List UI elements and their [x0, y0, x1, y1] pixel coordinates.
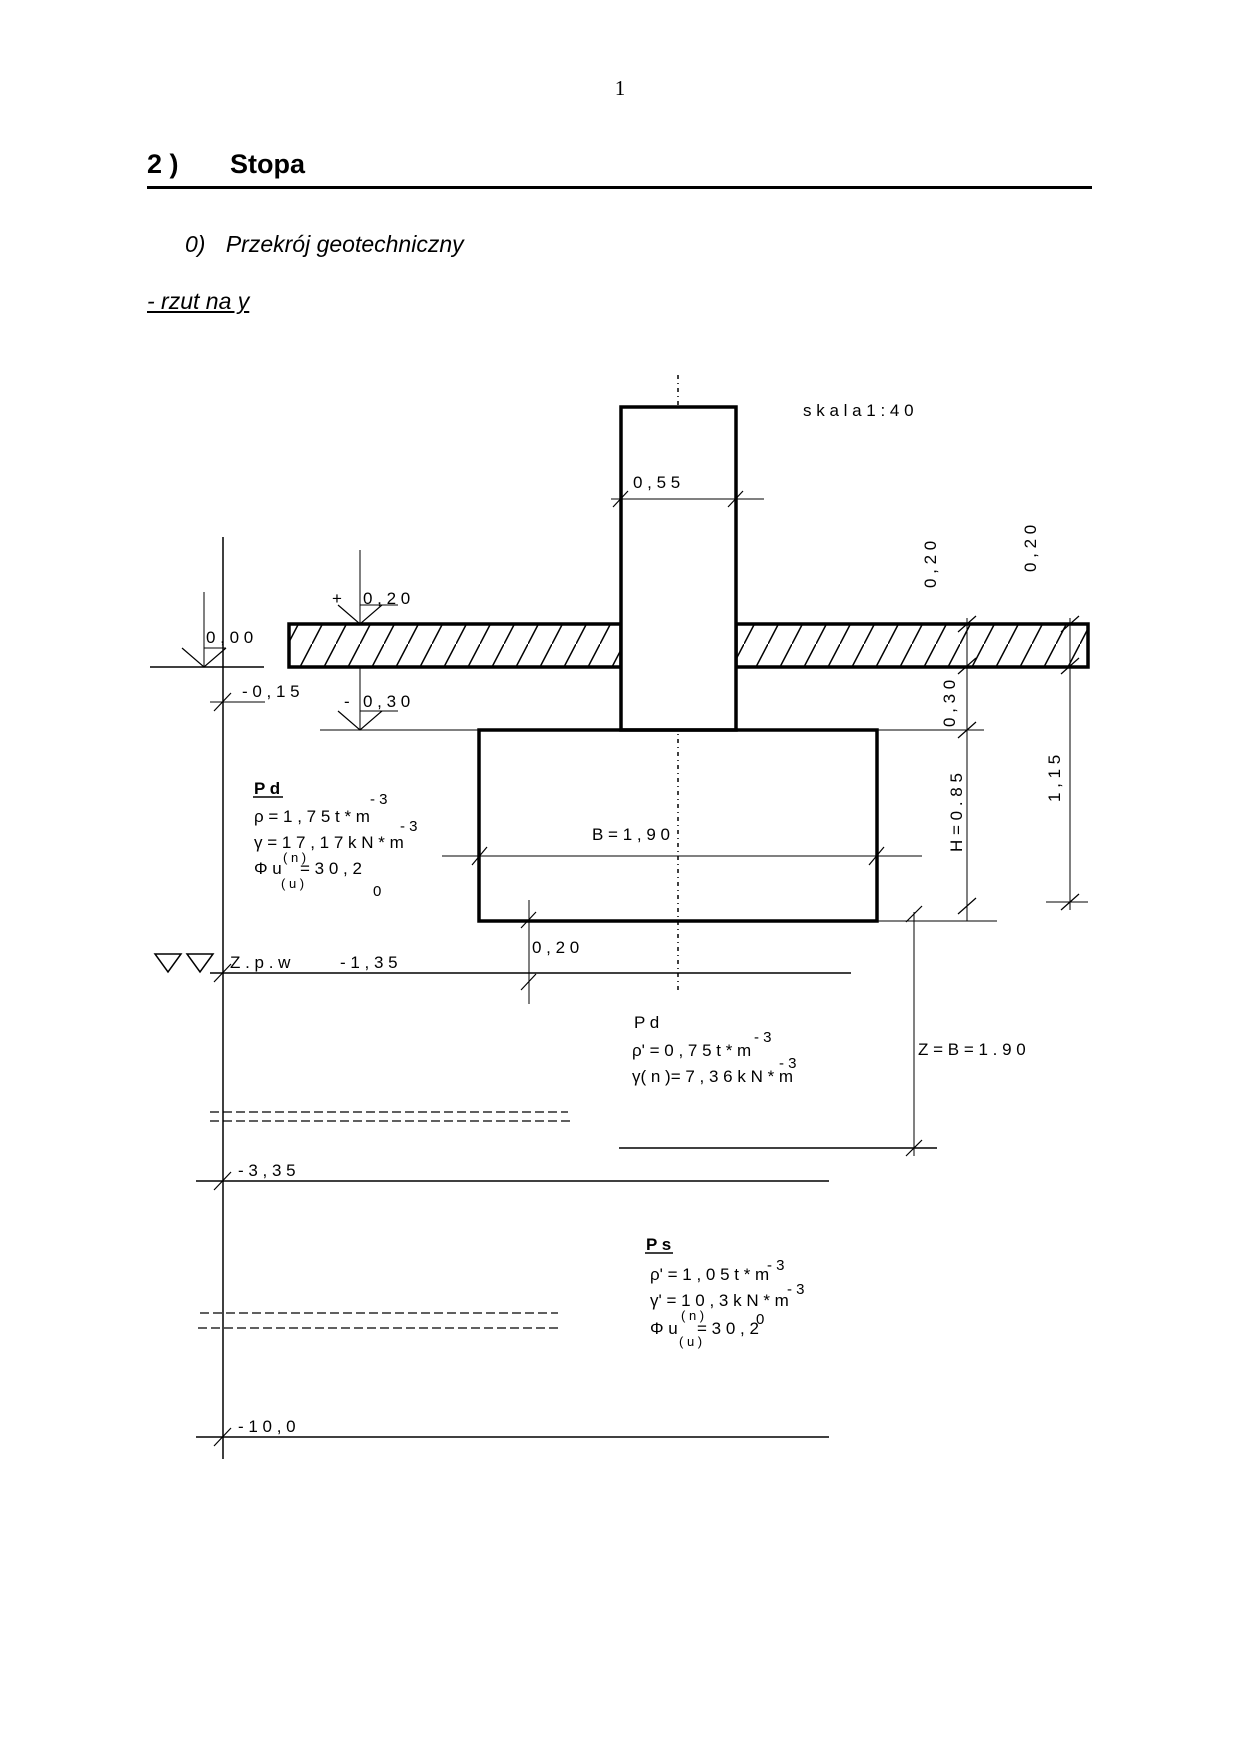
section-number: 2 ) — [147, 149, 179, 179]
scale-label: s k a l a 1 : 4 0 — [803, 401, 914, 420]
floor-slab-left — [287, 622, 623, 669]
section-title: Stopa — [230, 149, 306, 179]
layer2-soil: P d — [634, 1013, 659, 1032]
layer1-density-exp: - 3 — [370, 791, 388, 808]
layer3-unit-weight-exp: - 3 — [787, 1281, 805, 1298]
layer3-phi: Φ u — [650, 1319, 678, 1338]
layer1-phi-sup: ( n ) — [283, 850, 306, 865]
subsection-title: Przekrój geotechniczny — [225, 231, 464, 257]
right-dim-total-label: 1 , 1 5 — [1045, 755, 1064, 802]
z-depth-label: Z = B = 1 . 9 0 — [918, 1040, 1026, 1059]
layer1-unit-weight-exp: - 3 — [400, 818, 418, 835]
subsection-number: 0) — [185, 231, 206, 257]
layer1-phi-value: = 3 0 , 2 — [300, 859, 362, 878]
view-label: - rzut na y — [147, 288, 250, 314]
layer3-properties: P s ρ' = 1 , 0 5 t * m - 3 γ' = 1 0 , 3 … — [645, 1235, 805, 1349]
footing-height-label: H = 0 . 8 5 — [947, 773, 966, 852]
floor-top-mark: + — [332, 589, 342, 608]
layer2-density-exp: - 3 — [754, 1029, 772, 1046]
water-table-level-label: - 1 , 3 5 — [340, 953, 398, 972]
layer2-density: ρ' = 0 , 7 5 t * m — [632, 1041, 751, 1060]
footing-offset-label: 0 , 2 0 — [532, 938, 579, 957]
floor-bottom-level-label: - 0 , 1 5 — [242, 682, 300, 701]
layer3-phi-sub: ( u ) — [679, 1334, 702, 1349]
layer-boundary-2-label: - 1 0 , 0 — [238, 1417, 296, 1436]
layer1-soil: P d — [254, 779, 280, 798]
water-table-symbol — [153, 953, 183, 974]
layer3-phi-sup: ( n ) — [681, 1308, 704, 1323]
layer2-unit-weight-exp: - 3 — [779, 1055, 797, 1072]
layer1-phi-sub: ( u ) — [281, 876, 304, 891]
layer3-unit-weight: γ' = 1 0 , 3 k N * m — [650, 1291, 789, 1310]
water-table-label: Z . p . w — [230, 953, 291, 972]
layer3-density: ρ' = 1 , 0 5 t * m — [650, 1265, 769, 1284]
right-dim-1-label: 0 , 2 0 — [921, 541, 940, 588]
column — [619, 405, 738, 732]
section-heading: 2 ) Stopa — [147, 146, 1092, 189]
footing-width-label: B = 1 , 9 0 — [592, 825, 670, 844]
column-width-label: 0 , 5 5 — [633, 473, 680, 492]
layer1-phi-deg: 0 — [373, 883, 381, 900]
layer2-properties: P d ρ' = 0 , 7 5 t * m - 3 γ( n )= 7 , 3… — [632, 1013, 797, 1086]
layer3-density-exp: - 3 — [767, 1257, 785, 1274]
layer3-phi-value: = 3 0 , 2 — [697, 1319, 759, 1338]
footing — [477, 728, 879, 923]
foundation-level-label: 0 , 3 0 — [363, 692, 410, 711]
subsection-heading: 0) Przekrój geotechniczny — [185, 231, 464, 258]
layer1-density: ρ = 1 , 7 5 t * m — [254, 807, 370, 826]
layer1-properties: P d ρ = 1 , 7 5 t * m - 3 γ = 1 7 , 1 7 … — [253, 779, 418, 900]
foundation-level-sign: - — [344, 692, 350, 711]
right-dim-2-label: 0 , 2 0 — [1021, 525, 1040, 572]
ground-level-label: 0 , 0 0 — [206, 628, 253, 647]
layer2-unit-weight: γ( n )= 7 , 3 6 k N * m — [632, 1067, 793, 1086]
layer3-soil: P s — [646, 1235, 671, 1254]
layer1-phi: Φ u — [254, 859, 282, 878]
right-dim-3-label: 0 , 3 0 — [940, 680, 959, 727]
floor-slab-right — [734, 622, 1090, 669]
layer1-unit-weight: γ = 1 7 , 1 7 k N * m — [254, 833, 404, 852]
floor-top-level-label: 0 , 2 0 — [363, 589, 410, 608]
page-number: 1 — [614, 76, 626, 100]
layer3-phi-deg: 0 — [756, 1311, 764, 1328]
layer-boundary-1-label: - 3 , 3 5 — [238, 1161, 296, 1180]
